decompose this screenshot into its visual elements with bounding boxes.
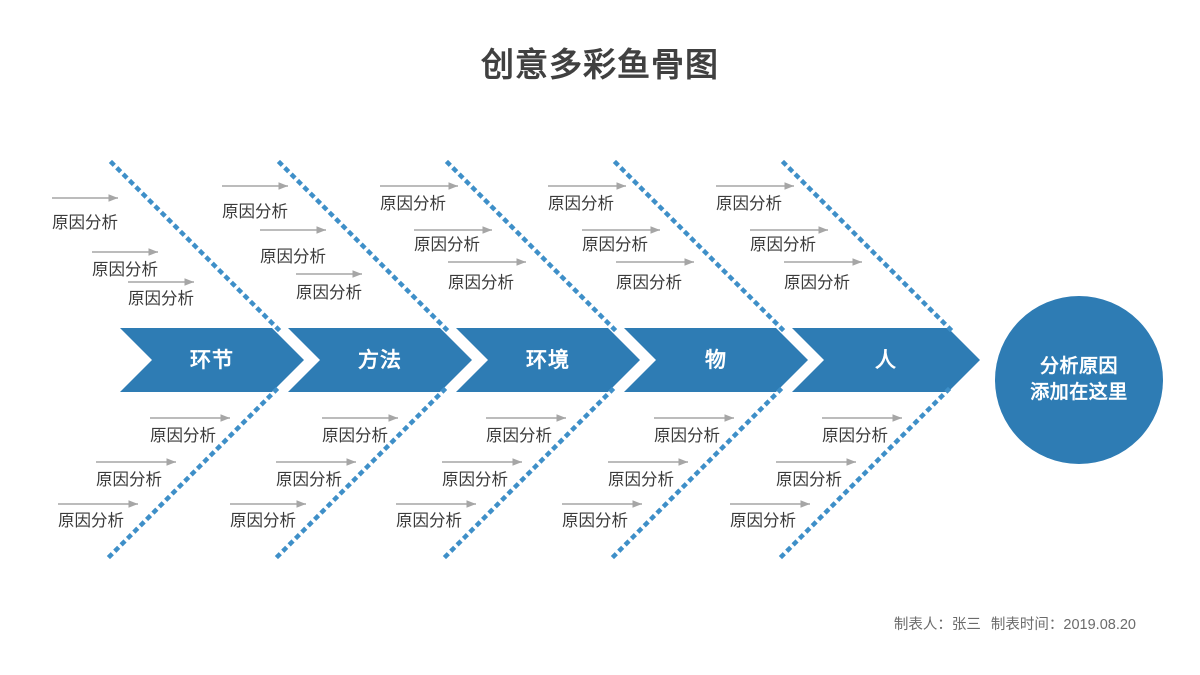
- spine-chevrons: [120, 328, 980, 392]
- cause-label[interactable]: 原因分析: [322, 427, 388, 445]
- chevron-label-1[interactable]: 环节: [190, 349, 234, 372]
- chevron-shape-5[interactable]: [792, 328, 980, 392]
- cause-label[interactable]: 原因分析: [608, 471, 674, 489]
- chevron-label-5[interactable]: 人: [875, 349, 897, 372]
- chevron-label-2[interactable]: 方法: [358, 349, 402, 372]
- bottom-bones: [106, 386, 952, 560]
- bone-dotted-top-5: [780, 159, 954, 333]
- cause-label[interactable]: 原因分析: [296, 284, 362, 302]
- cause-label[interactable]: 原因分析: [58, 512, 124, 530]
- cause-label[interactable]: 原因分析: [784, 274, 850, 292]
- chevron-shape-2[interactable]: [288, 328, 472, 392]
- footer-date: 制表时间：2019.08.20: [990, 617, 1136, 633]
- cause-label[interactable]: 原因分析: [730, 512, 796, 530]
- bone-dotted-top-3: [444, 159, 618, 333]
- cause-label[interactable]: 原因分析: [96, 471, 162, 489]
- bone-dotted-bottom-1: [106, 386, 280, 560]
- cause-label[interactable]: 原因分析: [380, 195, 446, 213]
- cause-label[interactable]: 原因分析: [486, 427, 552, 445]
- chevron-shape-1[interactable]: [120, 328, 304, 392]
- top-bones: [108, 159, 954, 333]
- cause-label[interactable]: 原因分析: [414, 236, 480, 254]
- page-title: 创意多彩鱼骨图: [481, 46, 719, 83]
- bone-dotted-top-2: [276, 159, 450, 333]
- cause-label[interactable]: 原因分析: [128, 290, 194, 308]
- cause-label[interactable]: 原因分析: [448, 274, 514, 292]
- cause-label[interactable]: 原因分析: [260, 248, 326, 266]
- head-circle-line-1: 分析原因: [1039, 356, 1118, 378]
- cause-label[interactable]: 原因分析: [562, 512, 628, 530]
- cause-label[interactable]: 原因分析: [582, 236, 648, 254]
- cause-label[interactable]: 原因分析: [822, 427, 888, 445]
- cause-label[interactable]: 原因分析: [442, 471, 508, 489]
- cause-label[interactable]: 原因分析: [222, 203, 288, 221]
- bone-dotted-top-4: [612, 159, 786, 333]
- cause-label[interactable]: 原因分析: [92, 261, 158, 279]
- chevron-label-4[interactable]: 物: [705, 349, 727, 372]
- bone-dotted-bottom-2: [274, 386, 448, 560]
- cause-label[interactable]: 原因分析: [230, 512, 296, 530]
- bone-dotted-top-1: [108, 159, 282, 333]
- cause-label[interactable]: 原因分析: [750, 236, 816, 254]
- footer: 制表人：张三 制表时间：2019.08.20: [894, 613, 1142, 634]
- cause-label[interactable]: 原因分析: [616, 274, 682, 292]
- head-circle-line-2: 添加在这里: [1030, 382, 1128, 403]
- cause-label[interactable]: 原因分析: [776, 471, 842, 489]
- top-cause-arrows: [52, 182, 862, 286]
- cause-label[interactable]: 原因分析: [716, 195, 782, 213]
- chevron-label-3[interactable]: 环境: [526, 349, 570, 372]
- cause-label[interactable]: 原因分析: [52, 214, 118, 232]
- chevron-shape-4[interactable]: [624, 328, 808, 392]
- cause-label[interactable]: 原因分析: [396, 512, 462, 530]
- chevron-shape-3[interactable]: [456, 328, 640, 392]
- fishbone-head-circle[interactable]: 分析原因 添加在这里: [995, 296, 1163, 464]
- cause-label[interactable]: 原因分析: [548, 195, 614, 213]
- footer-author: 制表人：张三: [893, 617, 981, 633]
- cause-label[interactable]: 原因分析: [654, 427, 720, 445]
- cause-label[interactable]: 原因分析: [276, 471, 342, 489]
- bottom-cause-arrows: [58, 414, 902, 508]
- cause-label[interactable]: 原因分析: [150, 427, 216, 445]
- bone-dotted-bottom-3: [442, 386, 616, 560]
- bone-dotted-bottom-4: [610, 386, 784, 560]
- bone-dotted-bottom-5: [778, 386, 952, 560]
